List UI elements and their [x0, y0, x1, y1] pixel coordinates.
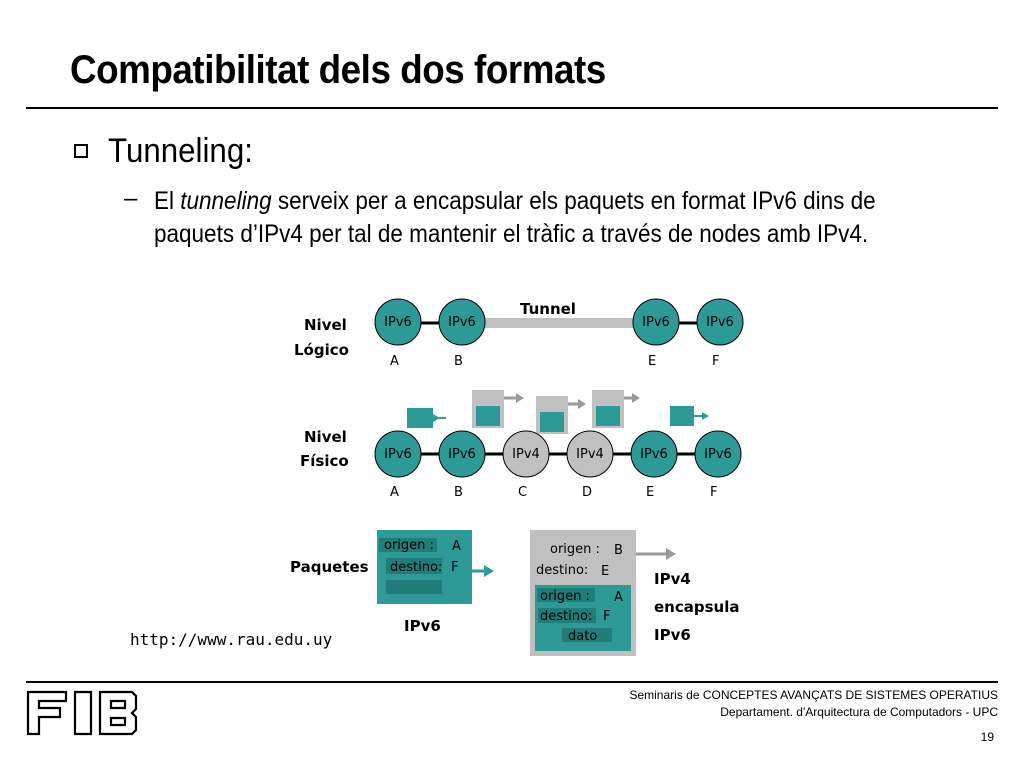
fisico-node-label-a: IPv6 — [384, 447, 412, 462]
fisico-node-label-c: IPv4 — [512, 447, 540, 462]
logico-node-e — [632, 298, 680, 346]
encap-caption-1: IPv4 — [654, 570, 691, 588]
logico-node-label-b: IPv6 — [448, 315, 476, 330]
logico-node-letter-f: F — [712, 354, 719, 369]
fisico-node-label-d: IPv4 — [576, 447, 604, 462]
fisico-node-label-b: IPv6 — [448, 447, 476, 462]
label-nivel-logico-2: Lógico — [294, 341, 349, 359]
para-emphasis: tunneling — [180, 187, 272, 215]
ipv6-caption: IPv6 — [404, 617, 441, 635]
title-divider — [26, 107, 998, 109]
ipv4-origen-value: B — [614, 543, 623, 558]
logico-node-label-e: IPv6 — [642, 315, 670, 330]
label-nivel-logico-1: Nivel — [304, 316, 347, 334]
footer-divider — [26, 681, 998, 683]
ipv4-destino-value: E — [601, 564, 609, 579]
tunnel-label: Tunnel — [520, 300, 576, 318]
tunnel-bar — [480, 318, 640, 328]
fisico-node-d — [566, 430, 614, 478]
fisico-node-f — [694, 430, 742, 478]
fisico-node-letter-e: E — [646, 485, 654, 500]
inner-origen-value: A — [614, 590, 623, 605]
logico-node-label-f: IPv6 — [706, 315, 734, 330]
inner-origen-label: origen : — [540, 589, 590, 604]
ipv6-destino-label: destino: — [390, 560, 442, 575]
footer-seminar: Seminaris de CONCEPTES AVANÇATS DE SISTE… — [629, 688, 998, 702]
bullet-heading: Tunneling: — [108, 132, 253, 170]
inner-destino-label: destino: — [540, 609, 592, 624]
ipv6-origen-label: origen : — [384, 538, 434, 553]
page-number: 19 — [980, 730, 994, 744]
encap-caption-3: IPv6 — [654, 626, 691, 644]
fib-logo — [26, 690, 138, 736]
logico-node-f — [696, 298, 744, 346]
ipv4-origen-label: origen : — [550, 542, 600, 557]
fisico-node-label-f: IPv6 — [704, 447, 732, 462]
fisico-node-c — [502, 430, 550, 478]
fisico-node-letter-c: C — [518, 485, 527, 500]
fisico-node-letter-f: F — [710, 485, 717, 500]
label-nivel-fisico-2: Físico — [300, 452, 349, 470]
body-paragraph: El tunneling serveix per a encapsular el… — [154, 185, 910, 251]
fisico-node-label-e: IPv6 — [640, 447, 668, 462]
inner-data: dato — [568, 629, 597, 644]
slide-title: Compatibilitat dels dos formats — [70, 48, 606, 92]
footer-department: Departament. d'Arquitectura de Computado… — [720, 705, 998, 719]
fisico-node-letter-a: A — [390, 485, 399, 500]
bullet-square-icon — [74, 144, 88, 158]
label-paquetes: Paquetes — [290, 558, 369, 576]
logico-node-a — [374, 298, 422, 346]
para-rest: serveix per a encapsular els paquets en … — [154, 187, 876, 248]
fisico-node-a — [374, 430, 422, 478]
inner-destino-value: F — [603, 609, 610, 624]
logico-node-letter-e: E — [648, 354, 656, 369]
encap-caption-2: encapsula — [654, 598, 739, 616]
fisico-node-b — [438, 430, 486, 478]
para-start: El — [154, 187, 181, 215]
sub-bullet-dash: – — [124, 185, 138, 212]
ipv4-destino-label: destino: — [536, 563, 588, 578]
fisico-node-e — [630, 430, 678, 478]
fisico-node-letter-d: D — [582, 485, 592, 500]
tunneling-diagram: Nivel Lógico Tunnel IPv6AIPv6BIPv6EIPv6F… — [290, 298, 744, 656]
logico-node-b — [438, 298, 486, 346]
packet-flow — [407, 390, 709, 434]
ipv4-packet: origen : B destino: E origen : A destino… — [530, 530, 676, 656]
logico-node-letter-b: B — [454, 354, 463, 369]
logico-node-label-a: IPv6 — [384, 315, 412, 330]
fisico-node-letter-b: B — [454, 485, 463, 500]
ipv6-origen-value: A — [452, 539, 461, 554]
label-nivel-fisico-1: Nivel — [304, 428, 347, 446]
logico-node-letter-a: A — [390, 354, 399, 369]
ipv6-destino-value: F — [451, 560, 458, 575]
ipv6-packet: origen : A destino: F IPv6 — [377, 530, 494, 635]
source-url: http://www.rau.edu.uy — [130, 630, 333, 649]
